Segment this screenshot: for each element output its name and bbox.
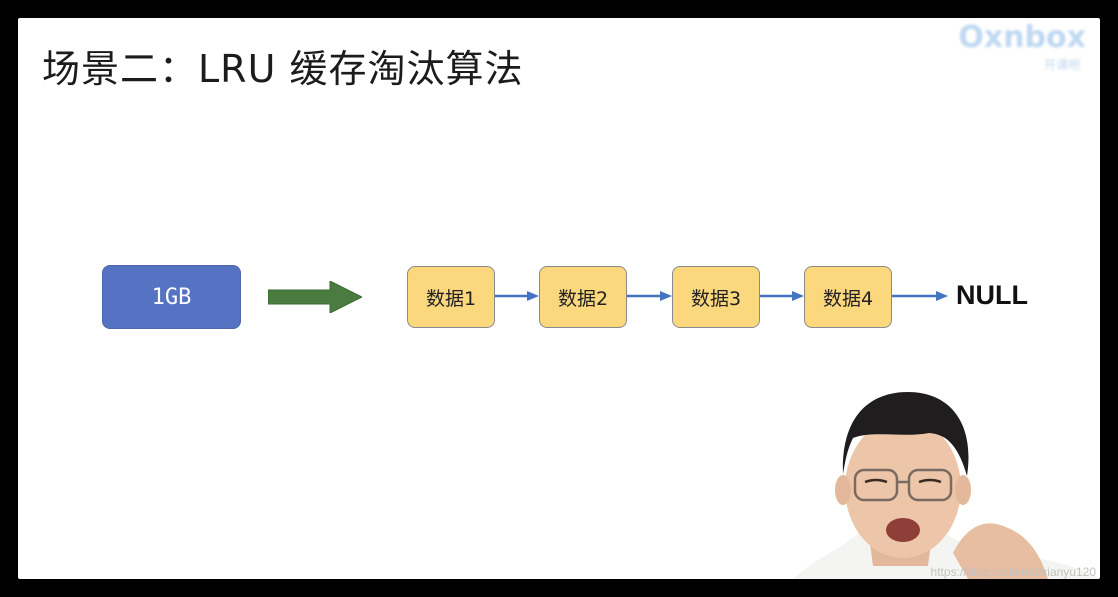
data-node-2: 数据2 — [539, 266, 627, 328]
watermark: https://blog.csdn.net/xianyu120 — [930, 565, 1096, 579]
data-node-4: 数据4 — [804, 266, 892, 328]
brand-logo-text: Oxnbox — [958, 20, 1086, 55]
data-node-3: 数据3 — [672, 266, 760, 328]
brand-logo-subtext: 开课吧 — [1043, 58, 1080, 72]
brand-logo: Oxnbox 开课吧 — [916, 18, 1086, 72]
slide: 场景二：LRU 缓存淘汰算法 Oxnbox 开课吧 1GB 数据1 数据2 数据… — [18, 18, 1100, 579]
big-right-arrow-icon — [268, 281, 362, 313]
slide-title: 场景二：LRU 缓存淘汰算法 — [42, 47, 524, 91]
link-arrow-icon — [495, 291, 539, 301]
null-terminator: NULL — [956, 280, 1028, 310]
data-node-1: 数据1 — [407, 266, 495, 328]
link-arrow-icon — [627, 291, 672, 301]
link-arrow-icon — [760, 291, 804, 301]
link-arrow-icon — [892, 291, 948, 301]
memory-size-box: 1GB — [102, 265, 241, 329]
presenter-video — [793, 392, 1100, 579]
